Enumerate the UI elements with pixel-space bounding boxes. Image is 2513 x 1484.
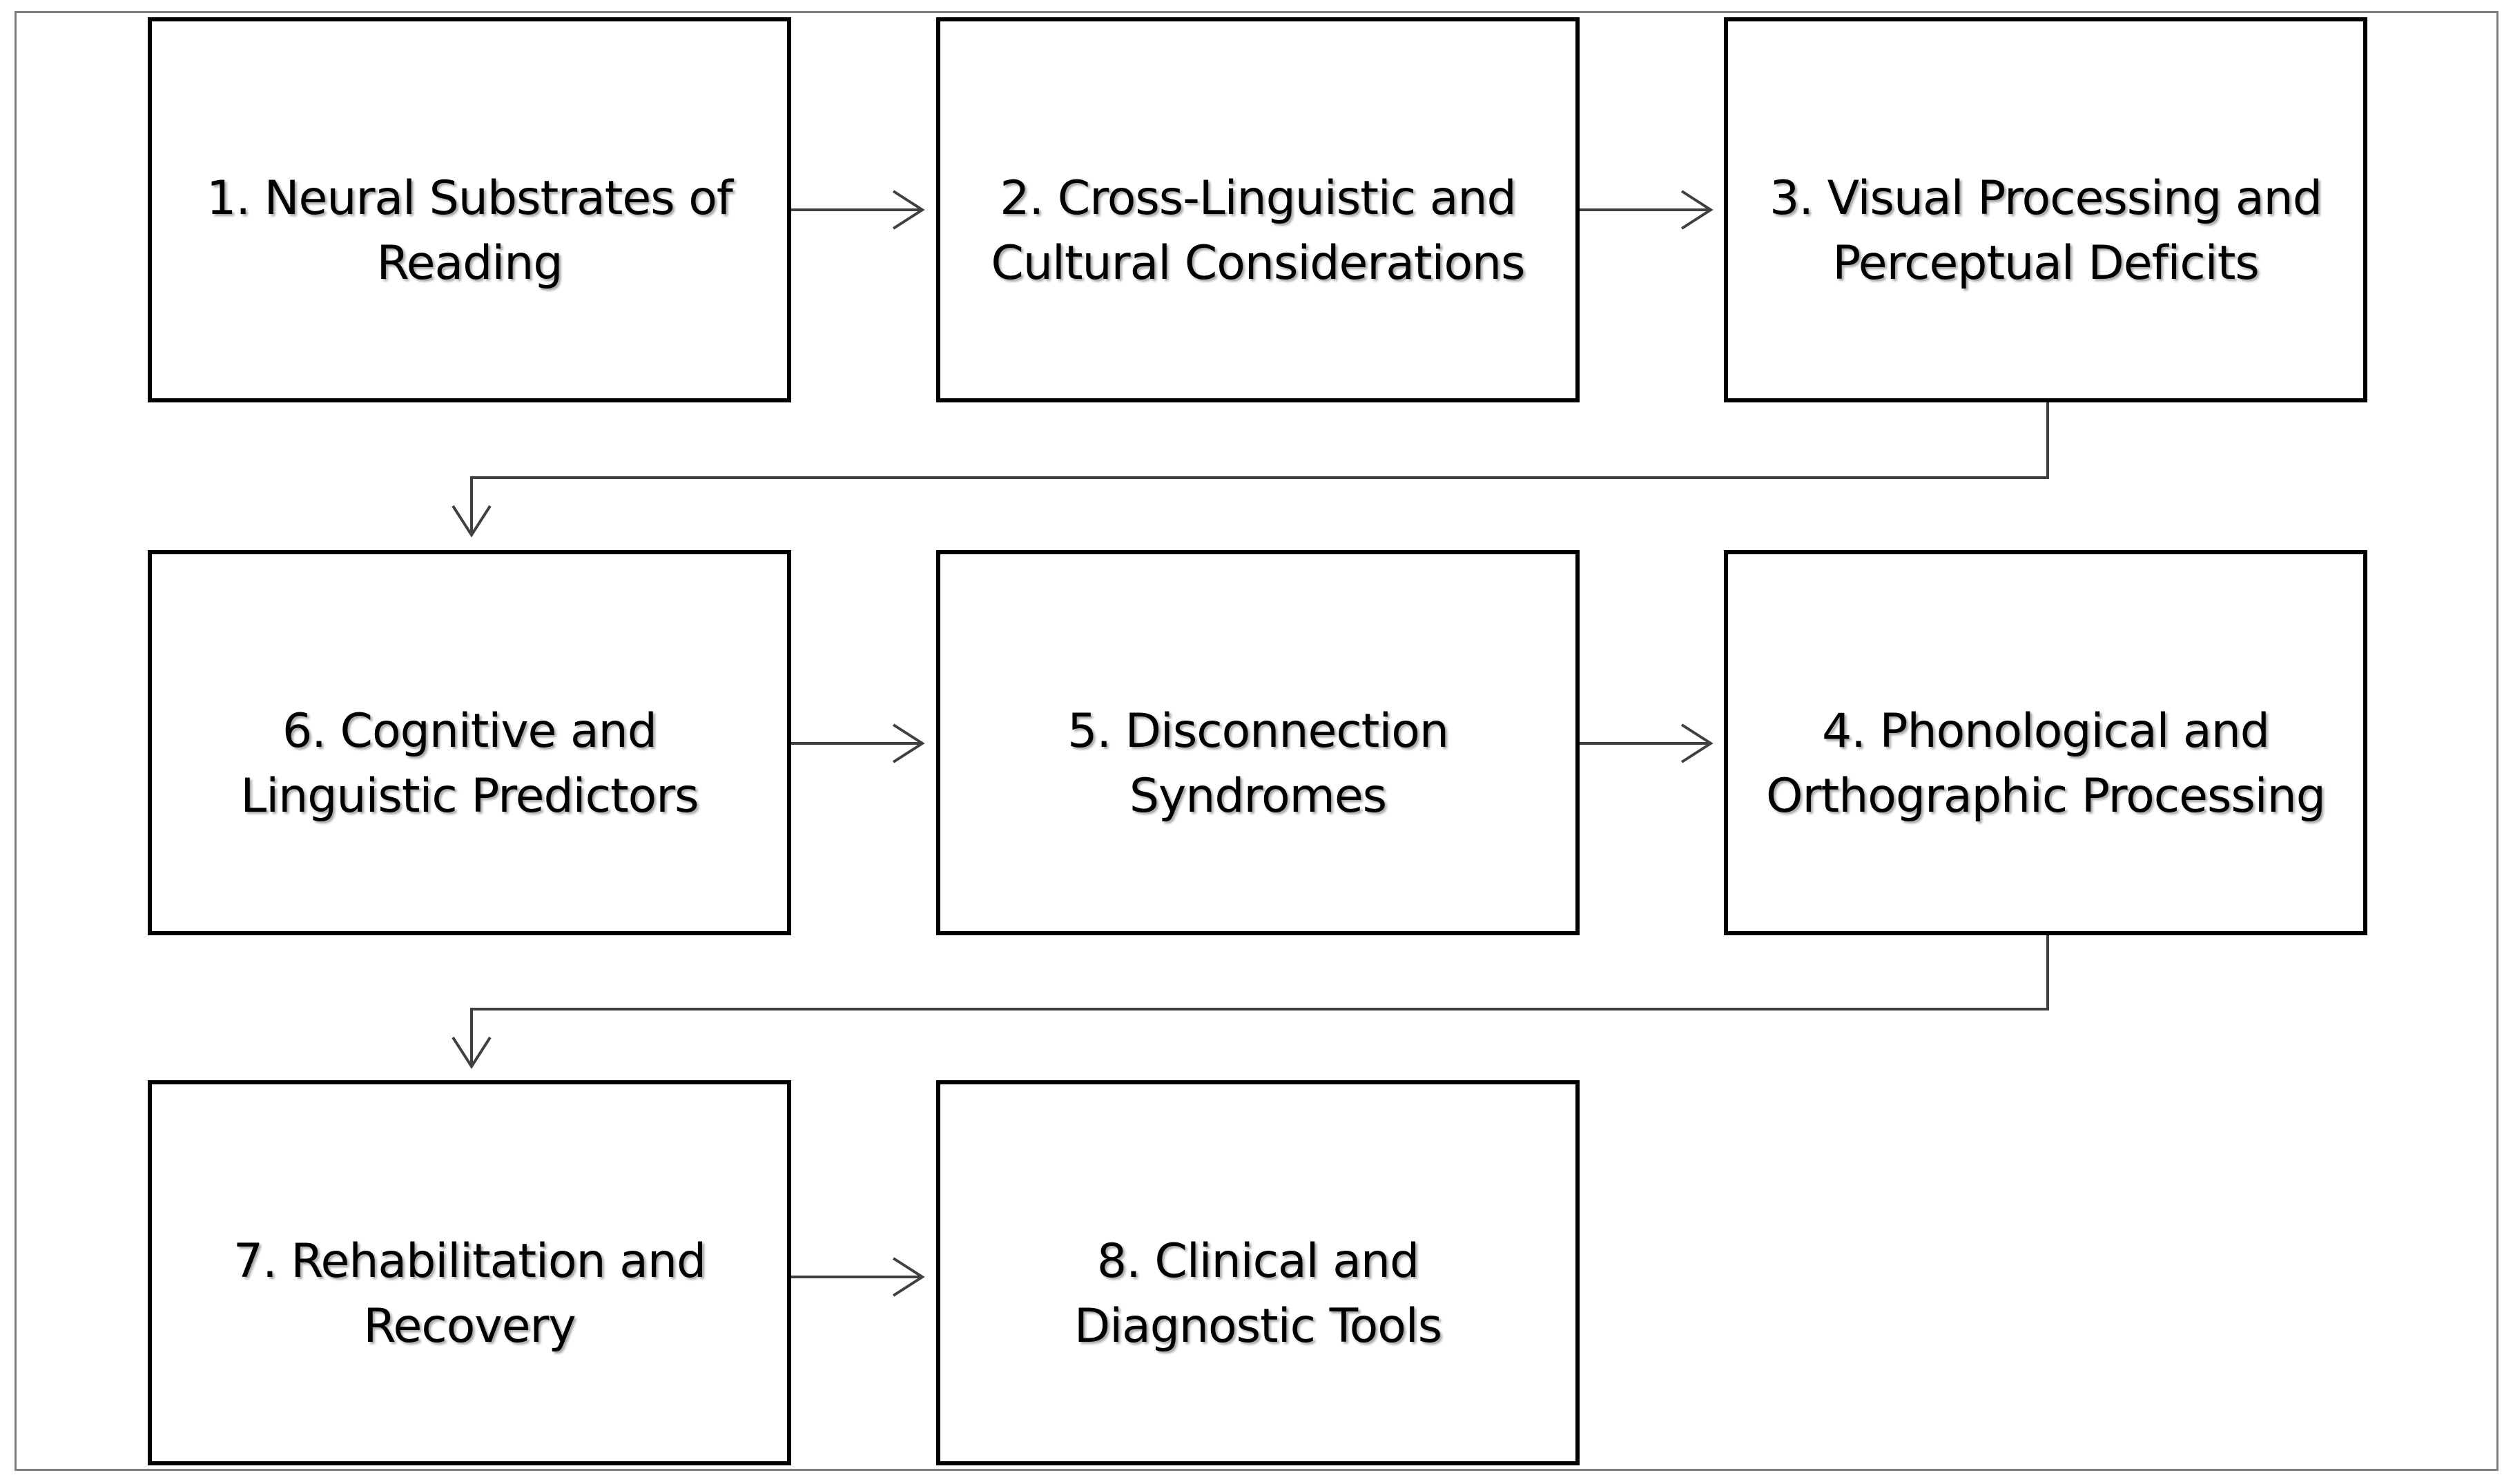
node-neural-substrates: 1. Neural Substrates of Reading [148, 17, 791, 402]
node-label: 1. Neural Substrates of Reading [206, 171, 733, 291]
node-label: 4. Phonological and Orthographic Process… [1766, 704, 2326, 823]
arrow-5-to-4 [1580, 723, 1714, 763]
node-clinical-diagnostic-tools: 8. Clinical and Diagnostic Tools [936, 1080, 1580, 1465]
node-cognitive-linguistic-predictors: 6. Cognitive and Linguistic Predictors [148, 550, 791, 935]
node-phonological-orthographic: 4. Phonological and Orthographic Process… [1724, 550, 2367, 935]
diagram-frame [14, 11, 2499, 1471]
arrow-2-to-3 [1580, 190, 1714, 230]
node-label: 5. Disconnection Syndromes [1067, 704, 1449, 823]
arrow-6-to-5 [791, 723, 925, 763]
node-label: 6. Cognitive and Linguistic Predictors [240, 704, 699, 823]
arrow-4-to-7 [452, 935, 2049, 1069]
arrow-7-to-8 [791, 1257, 925, 1297]
node-rehabilitation-recovery: 7. Rehabilitation and Recovery [148, 1080, 791, 1465]
node-visual-processing: 3. Visual Processing and Perceptual Defi… [1724, 17, 2367, 402]
node-label: 7. Rehabilitation and Recovery [233, 1234, 706, 1354]
node-cross-linguistic: 2. Cross-Linguistic and Cultural Conside… [936, 17, 1580, 402]
arrow-1-to-2 [791, 190, 925, 230]
node-disconnection-syndromes: 5. Disconnection Syndromes [936, 550, 1580, 935]
node-label: 8. Clinical and Diagnostic Tools [1074, 1234, 1442, 1354]
node-label: 3. Visual Processing and Perceptual Defi… [1769, 171, 2322, 291]
node-label: 2. Cross-Linguistic and Cultural Conside… [991, 171, 1525, 291]
arrow-3-to-6 [452, 402, 2049, 538]
